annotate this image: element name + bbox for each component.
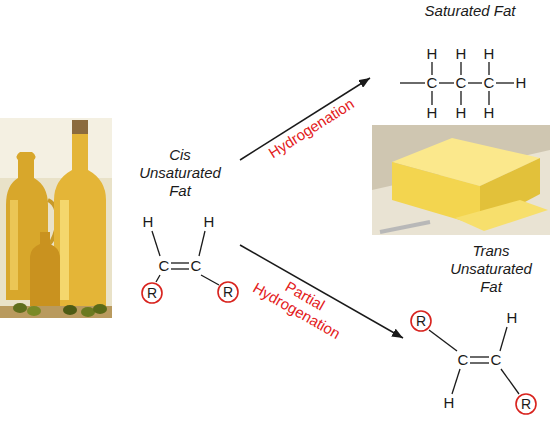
photo-background (0, 118, 112, 178)
fat-type-heading: Cis Unsaturated Fat (132, 146, 228, 200)
bond-line (156, 275, 160, 282)
bond-line (501, 369, 519, 394)
bond-line (470, 362, 489, 363)
bond-line (468, 82, 482, 83)
atom-symbol: C (191, 258, 202, 274)
olive (81, 307, 95, 317)
circled-group: R (141, 282, 163, 304)
bond-line (470, 356, 489, 357)
bond-line (400, 82, 425, 83)
knife-blade (380, 222, 430, 232)
molecule-group: Trans Unsaturated FatR R (403, 240, 548, 425)
atom-symbol: C (456, 75, 467, 91)
bond-line (488, 91, 489, 105)
bottle-cork (72, 120, 88, 134)
bond-line (460, 62, 461, 75)
olive (27, 306, 41, 316)
bond-line (431, 91, 432, 105)
circle-outline (142, 283, 162, 303)
atom-symbol: C (427, 75, 438, 91)
atom-symbol: C (484, 75, 495, 91)
bond-line (201, 275, 219, 285)
circle-outline (516, 394, 536, 414)
glass-highlight (10, 200, 18, 290)
bond-line (439, 82, 454, 83)
trans-bonds (429, 327, 519, 394)
cis-bonds (152, 231, 219, 285)
group-symbol: R (416, 314, 426, 328)
circled-group: R (515, 393, 537, 415)
atom-symbol: H (204, 214, 215, 230)
bond-line (199, 231, 205, 256)
butter-slice (455, 200, 548, 231)
reaction-arrow (240, 78, 370, 160)
atom-symbol: H (427, 46, 438, 62)
fat-type-heading: Saturated Fat (422, 2, 518, 20)
olive (13, 303, 27, 313)
photo-background (0, 118, 112, 318)
saturated-bonds (400, 62, 514, 105)
group-symbol: R (223, 285, 233, 299)
atom-symbol: H (456, 46, 467, 62)
bond-line (171, 268, 189, 269)
circled-group: R (217, 281, 239, 303)
butter-photo (372, 125, 550, 235)
group-symbol: R (147, 286, 157, 300)
bond-line (152, 231, 160, 256)
atom-symbol: H (456, 105, 467, 121)
atom-symbol: H (444, 395, 455, 411)
atom-symbol: H (484, 46, 495, 62)
bond-line (500, 327, 507, 351)
atom-symbol: H (516, 75, 527, 91)
oil-photo (0, 118, 112, 318)
atom-symbol: C (159, 258, 170, 274)
atom-symbol: H (427, 105, 438, 121)
circled-group: R (410, 310, 432, 332)
bond-line (460, 91, 461, 105)
bond-line (452, 369, 460, 394)
bond-line (429, 330, 457, 351)
reaction-label: Partial Hydrogenation (249, 263, 353, 342)
atom-symbol: H (507, 310, 518, 326)
circle-outline (218, 282, 238, 302)
oil-bottle (30, 232, 60, 312)
reaction-label: Hydrogenation (265, 95, 357, 161)
atom-symbol: H (484, 105, 495, 121)
atom-symbol: C (491, 352, 502, 368)
bond-line (171, 262, 189, 263)
olive (93, 304, 107, 314)
olive (63, 305, 77, 315)
fat-type-heading: Trans Unsaturated Fat (443, 242, 539, 296)
bond-line (496, 82, 514, 83)
bond-line (488, 62, 489, 75)
group-symbol: R (521, 397, 531, 411)
glass-highlight (60, 200, 69, 300)
atom-symbol: C (458, 352, 469, 368)
atom-symbol: H (143, 214, 154, 230)
bond-line (431, 62, 432, 75)
circle-outline (411, 311, 431, 331)
reaction-arrow (240, 245, 403, 338)
oil-bottle (54, 132, 106, 308)
photo-background (372, 125, 550, 235)
